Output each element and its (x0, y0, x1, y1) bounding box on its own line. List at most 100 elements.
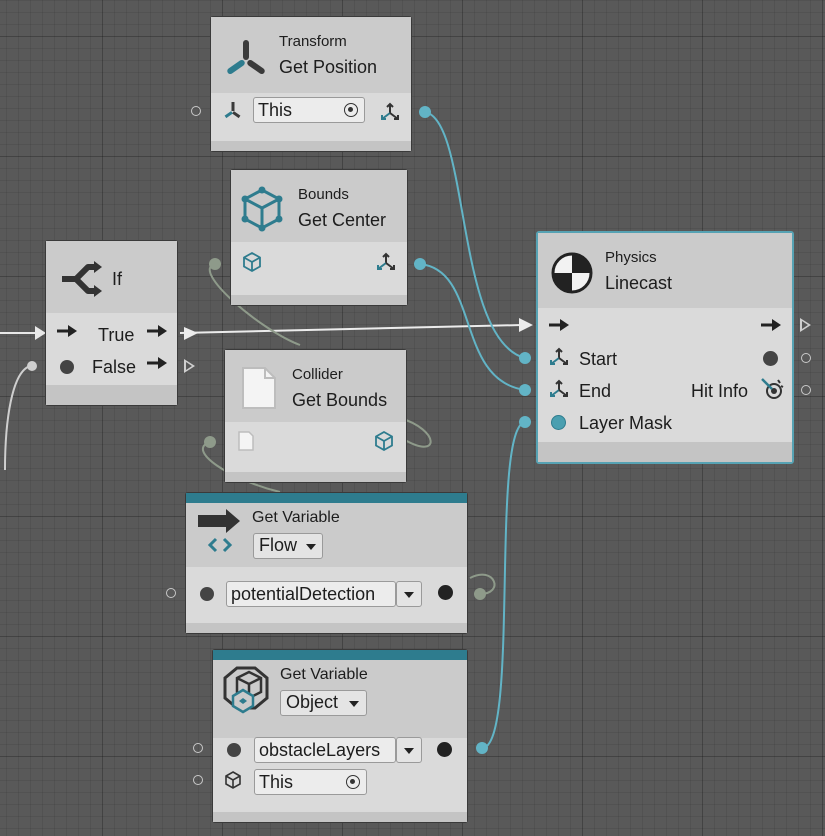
variable-kind-dropdown[interactable]: Object (280, 690, 367, 716)
target-input-port[interactable] (193, 775, 203, 785)
transform-icon (227, 40, 265, 75)
object-variable-icon (223, 666, 269, 714)
node-get-variable-object[interactable]: Get Variable Object obstacleLayers This (212, 649, 468, 823)
target-field[interactable]: This (253, 97, 365, 123)
node-category: Bounds (298, 186, 349, 203)
flow-output-arrow-icon (761, 319, 781, 331)
target-value: This (259, 772, 294, 792)
target-input-port[interactable] (191, 106, 201, 116)
variable-color-bar (213, 650, 467, 660)
target-picker-icon[interactable] (346, 775, 360, 789)
wire-layers-mask (481, 421, 526, 749)
node-transform-get-position[interactable]: Transform Get Position This (210, 16, 412, 152)
bounds-output-icon (375, 430, 393, 452)
gameobject-icon (225, 771, 241, 789)
variable-name-dropdown[interactable] (396, 581, 422, 607)
flow-wire-in-arrow (35, 326, 46, 340)
flow-wire-true (179, 324, 523, 334)
port-dot (474, 588, 486, 600)
variable-name-value: potentialDetection (231, 584, 376, 604)
wire-center-end (419, 263, 526, 391)
branch-icon (62, 261, 102, 297)
node-title: Get Center (298, 210, 387, 230)
bool-output-port[interactable] (801, 353, 811, 363)
node-title: Linecast (605, 273, 673, 293)
variable-port-icon (227, 743, 241, 757)
node-get-variable-flow[interactable]: Get Variable Flow potentialDetection (185, 492, 468, 634)
vector3-end-icon (550, 379, 568, 397)
wire-gray-3 (469, 573, 496, 595)
node-if[interactable]: If True False (45, 240, 178, 406)
node-collider-get-bounds[interactable]: Collider Get Bounds (224, 349, 407, 483)
port-dot (204, 436, 216, 448)
flow-input-arrow-icon (549, 319, 569, 331)
variable-output-icon (438, 585, 453, 600)
port-dot (414, 258, 426, 270)
target-picker-icon[interactable] (344, 103, 358, 117)
chevron-down-icon (404, 592, 414, 598)
port-dot (519, 416, 531, 428)
flow-output-port[interactable] (800, 318, 811, 332)
variable-output-icon (437, 742, 452, 757)
target-field[interactable]: This (254, 769, 367, 795)
node-title: Get Position (279, 57, 378, 77)
port-dot (27, 361, 37, 371)
vector3-output-icon (381, 102, 399, 120)
port-dot (519, 352, 531, 364)
node-bounds-get-center[interactable]: Bounds Get Center (230, 169, 408, 306)
variable-name-dropdown[interactable] (396, 737, 422, 763)
node-title: If (112, 269, 123, 289)
node-title: Get Variable (280, 666, 368, 683)
wire-gray-2 (399, 417, 432, 448)
end-label: End (579, 381, 612, 401)
wire-gray-4 (202, 441, 281, 493)
true-output-arrow-icon (147, 325, 167, 337)
variable-kind-value: Object (286, 692, 339, 712)
bounds-input-icon (243, 251, 261, 273)
port-dot (419, 106, 431, 118)
false-output-port[interactable] (184, 359, 195, 373)
collider-icon (242, 367, 276, 409)
bool-output-icon (763, 351, 778, 366)
chevron-down-icon (404, 748, 414, 754)
condition-bool-port-icon (60, 360, 74, 374)
chevron-down-icon (306, 544, 316, 550)
flow-variable-icon (198, 509, 240, 553)
variable-input-port[interactable] (166, 588, 176, 598)
port-dot (476, 742, 488, 754)
vector3-output-icon (377, 252, 395, 270)
wire-position-start (424, 111, 526, 359)
variable-name-field[interactable]: obstacleLayers (254, 737, 396, 763)
hit-info-label: Hit Info (691, 381, 749, 401)
variable-kind-dropdown[interactable]: Flow (253, 533, 323, 559)
collider-input-icon (238, 431, 254, 451)
variable-name-value: obstacleLayers (259, 740, 381, 760)
port-dot (209, 258, 221, 270)
false-label: False (92, 357, 137, 377)
variable-name-field[interactable]: potentialDetection (226, 581, 396, 607)
raycast-hit-icon (761, 378, 784, 399)
wire-left-gray (4, 365, 31, 471)
true-label: True (98, 325, 135, 345)
variable-port-icon (200, 587, 214, 601)
chevron-down-icon (349, 701, 359, 707)
node-category: Transform (279, 33, 347, 50)
target-value: This (258, 100, 293, 120)
layer-mask-label: Layer Mask (579, 413, 673, 433)
layermask-port-icon (551, 415, 566, 430)
vector3-start-icon (550, 347, 568, 365)
variable-color-bar (186, 493, 467, 503)
port-dot (519, 384, 531, 396)
node-title: Get Bounds (292, 390, 388, 410)
false-output-arrow-icon (147, 357, 167, 369)
node-category: Physics (605, 249, 657, 266)
start-label: Start (579, 349, 618, 369)
node-physics-linecast[interactable]: Physics Linecast Start End Hit Info Laye… (536, 231, 794, 464)
hit-info-output-port[interactable] (801, 385, 811, 395)
variable-kind-value: Flow (259, 535, 298, 555)
flow-input-arrow-icon (57, 325, 77, 337)
node-header[interactable] (186, 503, 467, 567)
bounds-cube-icon (241, 186, 283, 232)
variable-input-port[interactable] (193, 743, 203, 753)
